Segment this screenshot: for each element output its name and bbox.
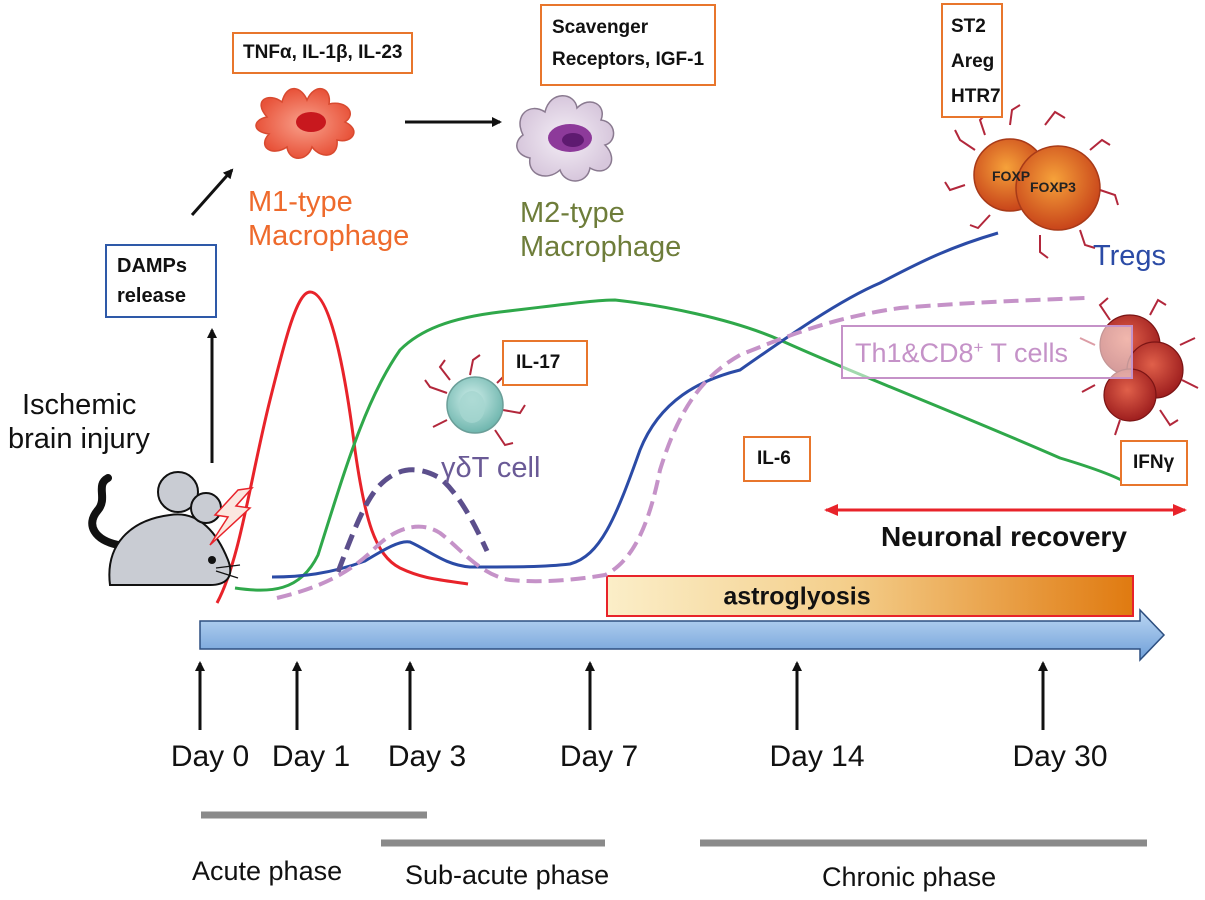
tregs-curve	[271, 231, 999, 579]
day-3-label: Day 3	[387, 740, 467, 773]
gdt-cell	[424, 354, 526, 447]
tregs-marker-box: ST2 Areg HTR7	[941, 3, 1003, 118]
m1-type-label: M1-type Macrophage	[248, 185, 409, 253]
mouse-tail	[88, 474, 122, 549]
damps-box: DAMPs release	[105, 244, 217, 318]
tregs-marker-st2: ST2	[951, 16, 986, 37]
gdt-cell-label: γδT cell	[441, 452, 541, 484]
th1-curve	[276, 296, 1086, 600]
mouse-ear-back	[157, 471, 199, 513]
m2-curve	[234, 298, 1131, 592]
astroglyosis-bar	[606, 575, 1134, 617]
treg-cell-front	[1015, 145, 1101, 231]
ischemic-injury-line2: brain injury	[8, 423, 150, 455]
th1-label-box	[841, 325, 1133, 379]
timeline-arrow	[199, 608, 1166, 662]
ifng-box: IFNγ	[1120, 440, 1188, 486]
m1-cytokine-box: TNFα, IL-1β, IL-23	[232, 32, 414, 74]
mouse-ear-front	[190, 492, 222, 524]
treg-cells: FOXP FOXP3	[944, 104, 1119, 259]
m2-macrophage-cell	[516, 95, 615, 182]
day-arrows	[195, 661, 1048, 730]
mouse-eye	[208, 556, 216, 564]
m1-type-line2: Macrophage	[248, 220, 410, 252]
damps-line1: DAMPs	[117, 255, 188, 277]
mouse-illustration	[88, 471, 254, 586]
damps-to-m1-arrow	[190, 168, 234, 216]
damps-line2: release	[117, 285, 186, 307]
tregs-marker-htr7: HTR7	[951, 86, 1001, 107]
mouse-whisker	[215, 564, 241, 569]
subacute-phase-label: Sub-acute phase	[405, 860, 610, 890]
m2-type-label: M2-type Macrophage	[520, 196, 681, 264]
il17-box: IL-17	[502, 340, 588, 386]
gdt-curve	[335, 467, 490, 573]
m1-curve	[215, 290, 469, 604]
th1-label: Th1&CD8+ T cells	[855, 338, 1068, 369]
mouse-body	[108, 513, 232, 586]
day-0-label: Day 0	[170, 740, 250, 773]
tregs-marker-areg: Areg	[951, 51, 995, 72]
neuronal-recovery-label: Neuronal recovery	[881, 521, 1127, 552]
m1-nucleus	[296, 112, 326, 132]
day-30-label: Day 30	[1012, 740, 1108, 773]
m1-type-line1: M1-type	[248, 186, 353, 218]
il6-box: IL-6	[743, 436, 811, 482]
m1-macrophage-cell	[255, 87, 355, 159]
astroglyosis-label: astroglyosis	[723, 583, 870, 611]
day-1-label: Day 1	[271, 740, 351, 773]
treg-marker-clipped: FOXP	[992, 168, 1030, 184]
ischemic-injury-line1: Ischemic	[22, 389, 137, 421]
mouse-whisker	[215, 570, 239, 579]
treg-marker: FOXP3	[1030, 179, 1076, 195]
tregs-label: Tregs	[1093, 240, 1167, 272]
m2-type-line1: M2-type	[520, 197, 625, 229]
m2-receptor-line1: Scavenger	[552, 17, 649, 38]
m2-type-line2: Macrophage	[520, 231, 682, 263]
day-14-label: Day 14	[769, 740, 865, 773]
m2-receptor-line2: Receptors, IGF-1	[552, 49, 705, 70]
m2-receptor-box: Scavenger Receptors, IGF-1	[540, 4, 717, 86]
lightning-bolt-icon	[209, 486, 254, 546]
day-7-label: Day 7	[559, 740, 639, 773]
acute-phase-label: Acute phase	[192, 856, 343, 886]
chronic-phase-label: Chronic phase	[822, 862, 997, 892]
phase-bars	[201, 811, 1147, 847]
ischemic-injury-label: Ischemic brain injury	[8, 388, 150, 456]
m2-nucleus-inner	[562, 133, 584, 147]
